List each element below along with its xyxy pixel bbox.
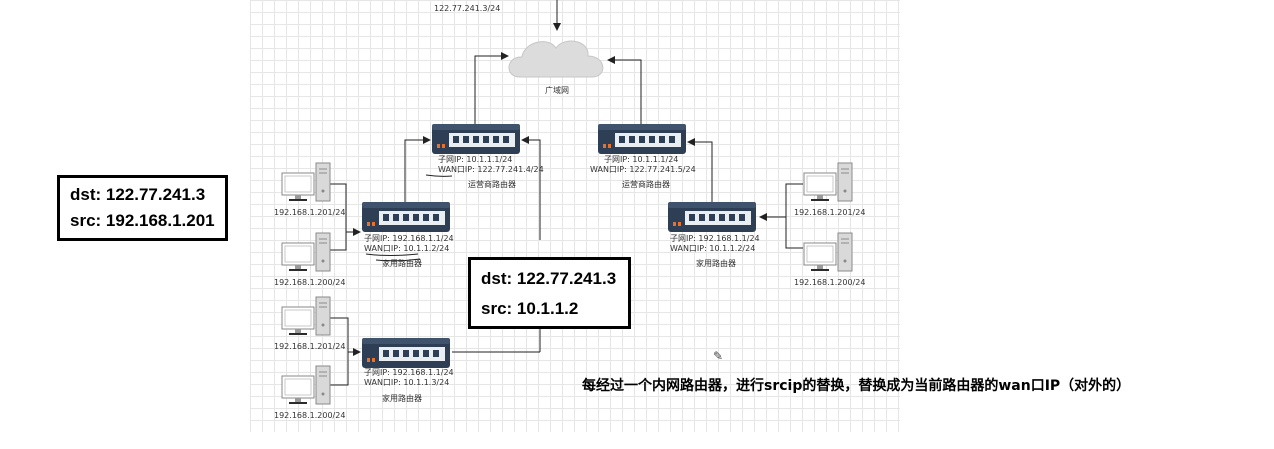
home-left-wan: WAN口IP: 10.1.1.2/24 bbox=[364, 244, 450, 253]
pc-left-bottom-1-icon bbox=[281, 296, 331, 336]
isp-right-router-icon bbox=[598, 124, 686, 154]
isp-left-name: 运营商路由器 bbox=[468, 180, 516, 189]
home-right-router-info: 子网IP: 192.168.1.1/24 WAN口IP: 10.1.1.2/24… bbox=[670, 234, 760, 269]
home-left-router-info: 子网IP: 192.168.1.1/24 WAN口IP: 10.1.1.2/24… bbox=[364, 234, 454, 269]
home-right-router-icon bbox=[668, 202, 756, 232]
home-right-wan: WAN口IP: 10.1.1.2/24 bbox=[670, 244, 756, 253]
pc-left-bottom-2-ip: 192.168.1.200/24 bbox=[274, 411, 346, 420]
packet-box-2: dst: 122.77.241.3 src: 10.1.1.2 bbox=[468, 257, 632, 329]
link-pc-lt2 bbox=[330, 232, 347, 251]
packet-box-1-dst: dst: 122.77.241.3 bbox=[70, 185, 206, 204]
home-right-name: 家用路由器 bbox=[696, 259, 736, 268]
isp-left-wan: WAN口IP: 122.77.241.4/24 bbox=[438, 165, 544, 174]
home-bottom-wan: WAN口IP: 10.1.1.3/24 bbox=[364, 378, 450, 387]
home-bottom-router-info: 子网IP: 192.168.1.1/24 WAN口IP: 10.1.1.3/24… bbox=[364, 368, 454, 404]
pc-left-top-2-ip: 192.168.1.200/24 bbox=[274, 278, 346, 287]
cloud-label: 广域网 bbox=[545, 86, 569, 95]
home-bottom-name: 家用路由器 bbox=[382, 394, 422, 403]
pc-right-1-icon bbox=[803, 162, 853, 202]
link-pc-lb2 bbox=[330, 352, 349, 386]
link-home-right-to-isp-right bbox=[687, 138, 713, 205]
isp-left-subnet: 子网IP: 10.1.1.1/24 bbox=[438, 155, 513, 164]
pc-right-2-ip: 192.168.1.200/24 bbox=[794, 278, 866, 287]
packet-box-2-dst: dst: 122.77.241.3 bbox=[481, 269, 617, 288]
link-pc-lt1 bbox=[330, 183, 347, 232]
pc-left-top-2-icon bbox=[281, 232, 331, 272]
home-left-subnet: 子网IP: 192.168.1.1/24 bbox=[364, 234, 454, 243]
home-left-router-icon bbox=[362, 202, 450, 232]
link-isp-left-to-cloud bbox=[474, 52, 509, 125]
pc-left-bottom-1-ip: 192.168.1.201/24 bbox=[274, 342, 346, 351]
links bbox=[330, 0, 803, 386]
link-home-left-to-isp-left bbox=[404, 136, 431, 205]
home-left-name: 家用路由器 bbox=[382, 259, 422, 268]
isp-left-router-icon bbox=[432, 124, 520, 154]
packet-box-1-src: src: 192.168.1.201 bbox=[70, 211, 215, 230]
home-right-subnet: 子网IP: 192.168.1.1/24 bbox=[670, 234, 760, 243]
pc-left-top-1-icon bbox=[281, 162, 331, 202]
pencil-icon: ✎ bbox=[713, 349, 724, 363]
top-ip-label: 122.77.241.3/24 bbox=[434, 4, 501, 13]
explanation-note: 每经过一个内网路由器，进行srcip的替换，替换成为当前路由器的wan口IP（对… bbox=[582, 378, 1131, 394]
link-home-bottom-to-isp-left bbox=[521, 136, 541, 240]
isp-right-router-info: 子网IP: 10.1.1.1/24 WAN口IP: 122.77.241.5/2… bbox=[590, 155, 696, 190]
packet-box-1: dst: 122.77.241.3 src: 192.168.1.201 bbox=[57, 175, 228, 241]
pc-left-bottom-2-icon bbox=[281, 365, 331, 405]
pc-left-top-1-ip: 192.168.1.201/24 bbox=[274, 208, 346, 217]
isp-left-router-info: 子网IP: 10.1.1.1/24 WAN口IP: 122.77.241.4/2… bbox=[438, 155, 544, 190]
home-bottom-subnet: 子网IP: 192.168.1.1/24 bbox=[364, 368, 454, 377]
isp-right-subnet: 子网IP: 10.1.1.1/24 bbox=[604, 155, 679, 164]
packet-box-2-src: src: 10.1.1.2 bbox=[481, 299, 579, 318]
link-isp-right-to-cloud bbox=[607, 56, 642, 125]
isp-right-name: 运营商路由器 bbox=[622, 180, 670, 189]
cloud-icon bbox=[508, 40, 604, 78]
link-pc-lb1 bbox=[330, 317, 349, 352]
pc-right-1-ip: 192.168.1.201/24 bbox=[794, 208, 866, 217]
link-pc-r bbox=[785, 183, 803, 249]
home-bottom-router-icon bbox=[362, 338, 450, 368]
pc-right-2-icon bbox=[803, 232, 853, 272]
isp-right-wan: WAN口IP: 122.77.241.5/24 bbox=[590, 165, 696, 174]
